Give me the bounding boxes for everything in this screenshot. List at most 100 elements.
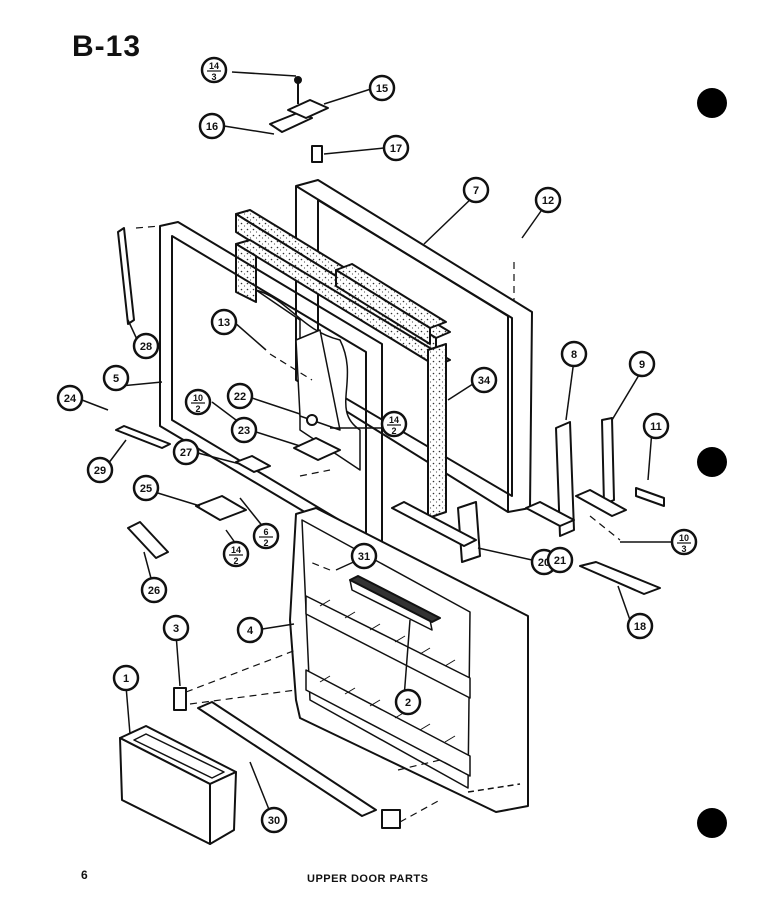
callout-circle [172, 438, 200, 466]
callout-c27: 27 [172, 438, 200, 466]
callout-number: 22 [234, 391, 246, 403]
callout-circle [200, 56, 228, 84]
hinge-bracket-9 [575, 417, 627, 517]
callout-circle [140, 576, 168, 604]
callout-number: 34 [478, 375, 491, 387]
callout-c21: 21 [546, 546, 574, 574]
hinge-bracket-8 [525, 421, 575, 537]
callout-c14a: 143 [200, 56, 228, 84]
callout-circle [560, 340, 588, 368]
callout-c15: 15 [368, 74, 396, 102]
callout-number: 14 [389, 415, 399, 425]
callout-number: 2 [405, 697, 411, 709]
callout-circle [470, 366, 498, 394]
callout-circle [210, 308, 238, 336]
callout-number: 23 [238, 425, 250, 437]
callout-circle [112, 664, 140, 692]
callout-c7: 7 [462, 176, 490, 204]
callout-c31: 31 [350, 542, 378, 570]
callout-number: 4 [247, 625, 254, 637]
callout-circle [102, 364, 130, 392]
callout-c23: 23 [230, 416, 258, 444]
callout-circle [86, 456, 114, 484]
callout-c1: 1 [112, 664, 140, 692]
angle-bracket-18 [579, 561, 661, 595]
callout-number: 1 [123, 673, 129, 685]
callout-circle [670, 528, 698, 556]
callout-c12: 12 [534, 186, 562, 214]
callout-number: 13 [218, 317, 230, 329]
callout-quantity: 3 [681, 544, 686, 554]
callout-c28: 28 [132, 332, 160, 360]
door-liner [289, 507, 529, 813]
callout-c22: 22 [226, 382, 254, 410]
callout-c11: 11 [642, 412, 670, 440]
callout-circle [628, 350, 656, 378]
callout-number: 8 [571, 349, 577, 361]
callout-c8: 8 [560, 340, 588, 368]
callout-number: 31 [358, 551, 370, 563]
binder-hole-top [697, 88, 727, 118]
callout-number: 25 [140, 483, 152, 495]
callout-c4: 4 [236, 616, 264, 644]
callout-number: 21 [554, 555, 566, 567]
callout-circle [132, 332, 160, 360]
callout-c3: 3 [162, 614, 190, 642]
door-foam-insulation [235, 209, 451, 519]
callout-number: 28 [140, 341, 152, 353]
callout-circle [236, 616, 264, 644]
callout-number: 14 [231, 545, 241, 555]
callout-circle [546, 546, 574, 574]
callout-circle [462, 176, 490, 204]
callout-number: 27 [180, 447, 192, 459]
dashed-assembly-lines [135, 225, 621, 823]
callout-quantity: 2 [233, 556, 238, 566]
bottom-trim-bar-30 [197, 701, 377, 817]
callout-quantity: 2 [263, 538, 268, 548]
bottom-strip-29 [115, 425, 171, 449]
page-number: 6 [81, 868, 88, 882]
bracket-27 [235, 455, 271, 473]
callout-c16: 16 [198, 112, 226, 140]
page-caption: UPPER DOOR PARTS [307, 873, 429, 885]
shelf-bar-2 [349, 575, 441, 623]
callout-c26: 26 [140, 576, 168, 604]
callout-circle [198, 112, 226, 140]
callout-number: 15 [376, 83, 388, 95]
callout-circle [350, 542, 378, 570]
callout-number: 29 [94, 465, 106, 477]
callout-number: 26 [148, 585, 160, 597]
callout-number: 14 [209, 61, 219, 71]
callout-quantity: 2 [195, 404, 200, 414]
callout-circle [230, 416, 258, 444]
callout-number: 10 [679, 533, 689, 543]
callout-c24: 24 [56, 384, 84, 412]
callout-c25: 25 [132, 474, 160, 502]
callout-circle [380, 410, 408, 438]
trim-strip-11 [635, 487, 665, 507]
binder-hole-bottom [697, 808, 727, 838]
callout-c14c: 142 [222, 540, 250, 568]
callout-c17: 17 [382, 134, 410, 162]
callout-number: 17 [390, 143, 402, 155]
callout-circle [368, 74, 396, 102]
callout-number: 5 [113, 373, 119, 385]
callout-quantity: 2 [391, 426, 396, 436]
callout-number: 6 [263, 527, 268, 537]
diagram-code: B-13 [72, 30, 142, 63]
callout-number: 12 [542, 195, 554, 207]
callout-number: 16 [206, 121, 218, 133]
callout-c5: 5 [102, 364, 130, 392]
callout-number: 11 [650, 421, 662, 433]
callout-c9: 9 [628, 350, 656, 378]
callout-c29: 29 [86, 456, 114, 484]
door-bin [119, 725, 237, 845]
callout-circle [56, 384, 84, 412]
callout-c10b: 103 [670, 528, 698, 556]
lower-hinge-assembly [127, 495, 247, 559]
callout-circle [132, 474, 160, 502]
callout-c6: 62 [252, 522, 280, 550]
